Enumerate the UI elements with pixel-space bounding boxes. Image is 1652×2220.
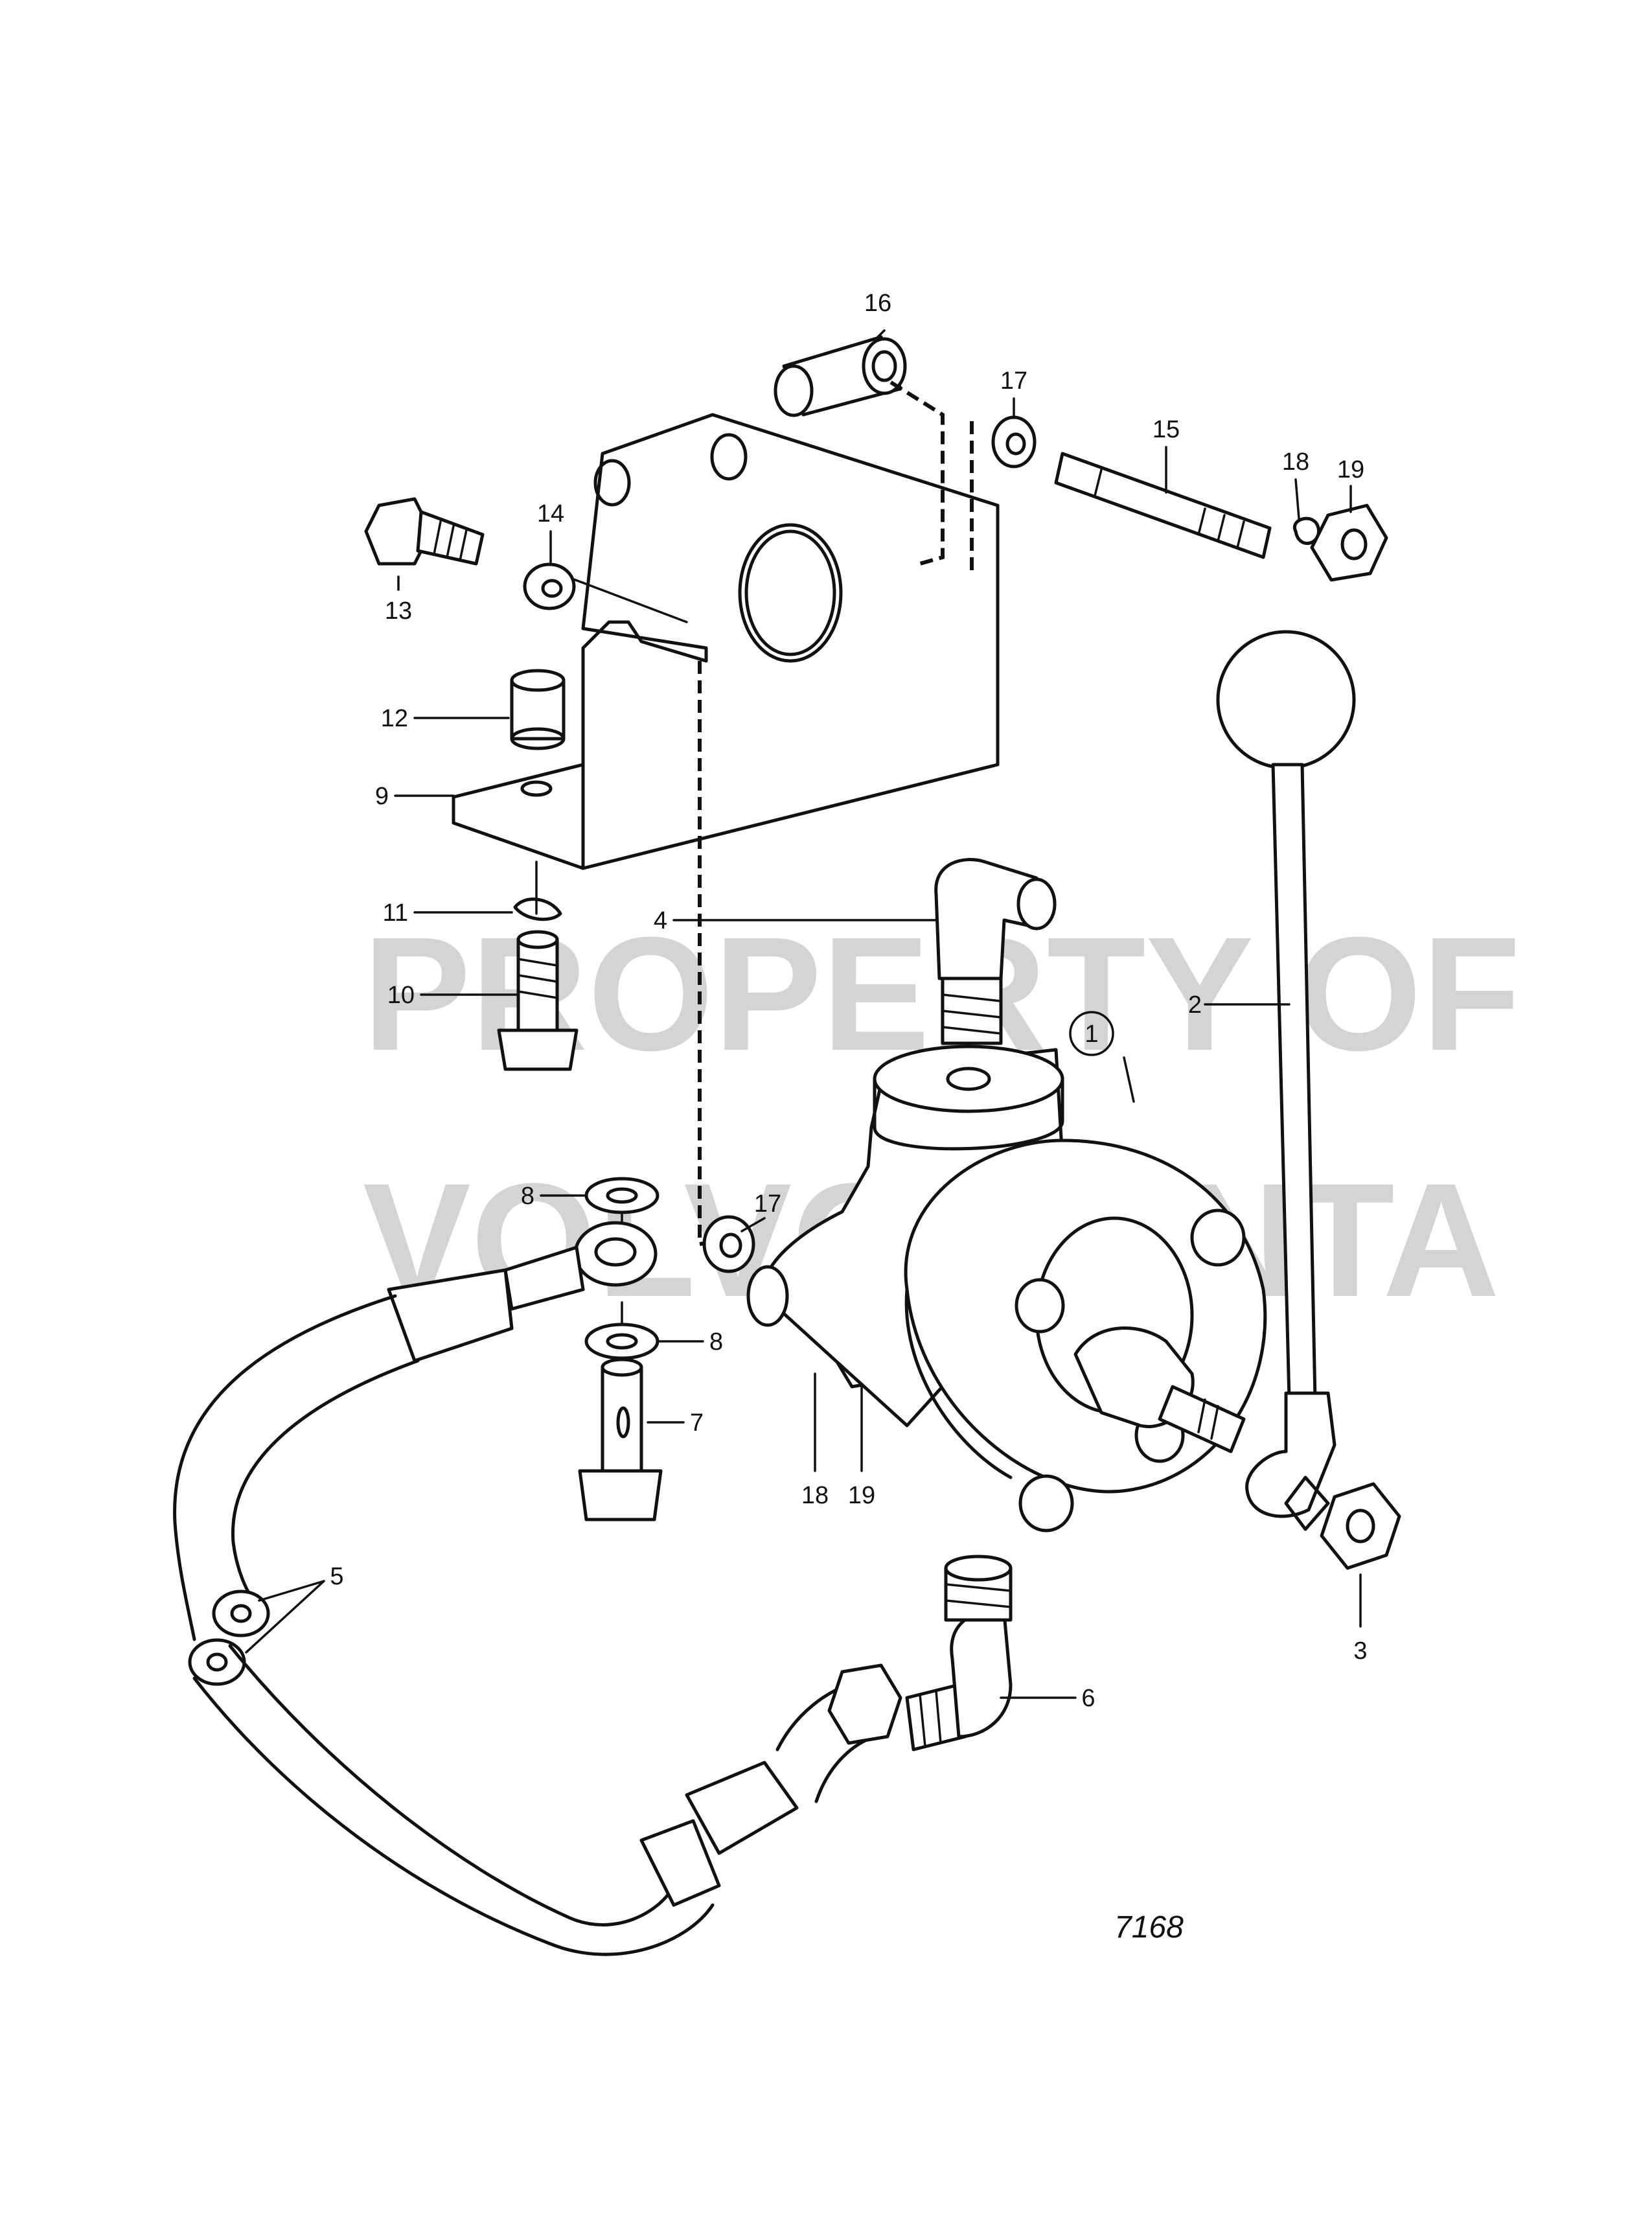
bolt-part-10 — [497, 930, 579, 1071]
callout-labels: 1 2 3 4 5 6 7 8 8 9 10 11 12 13 14 15 16… — [330, 290, 1367, 1712]
callout-17-bottom: 17 — [754, 1190, 781, 1218]
callout-16: 16 — [864, 290, 891, 317]
callout-12: 12 — [381, 705, 408, 732]
callout-17-top: 17 — [1000, 367, 1027, 395]
callout-9: 9 — [375, 783, 389, 810]
elbow-fitting-part-4 — [934, 858, 1057, 1045]
leader-lines — [245, 329, 1362, 1699]
callout-4: 4 — [654, 907, 667, 934]
callout-8-bottom: 8 — [709, 1328, 723, 1356]
hose-part-5 — [173, 1221, 902, 1956]
pump-body-part-1 — [746, 1045, 1267, 1532]
callout-10: 10 — [387, 982, 415, 1009]
callout-18-top: 18 — [1282, 448, 1309, 476]
callout-19-bottom: 19 — [848, 1482, 875, 1509]
callout-5: 5 — [330, 1563, 343, 1590]
washer-part-8 — [584, 1177, 660, 1360]
callout-8-top: 8 — [521, 1183, 534, 1210]
sleeve-part-16 — [774, 335, 907, 417]
callout-19-top: 19 — [1337, 456, 1364, 483]
callout-circle-1 — [1069, 1011, 1114, 1056]
callout-7: 7 — [690, 1409, 704, 1437]
callout-11: 11 — [383, 899, 408, 927]
washer-part-14 — [523, 562, 576, 610]
clip-part-11 — [513, 897, 562, 921]
lever-part-2 — [1216, 630, 1356, 1531]
bracket-part-9 — [452, 413, 1000, 870]
callout-18-bottom: 18 — [801, 1482, 829, 1509]
stud-part-15 — [1054, 452, 1272, 559]
callout-2: 2 — [1188, 991, 1202, 1019]
callout-15: 15 — [1153, 416, 1180, 443]
banjo-bolt-part-7 — [578, 1358, 663, 1521]
callout-6: 6 — [1081, 1685, 1095, 1712]
elbow-adapter-part-6 — [905, 1555, 1013, 1752]
callout-13: 13 — [385, 597, 412, 625]
drawing-number: 7168 — [1114, 1910, 1184, 1945]
spacer-part-12 — [510, 669, 566, 750]
bolt-part-13 — [364, 497, 485, 566]
callout-3: 3 — [1353, 1637, 1367, 1665]
nut-part-3 — [1320, 1482, 1401, 1570]
callout-14: 14 — [537, 500, 564, 527]
callout-1: 1 — [1084, 1021, 1098, 1048]
